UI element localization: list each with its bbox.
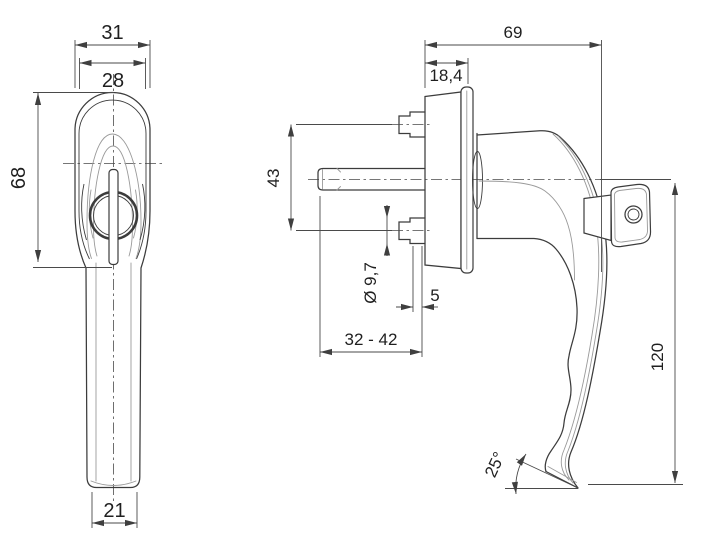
dim-front-outer-width: 31 (74, 22, 151, 88)
front-right-wing-outer (139, 183, 146, 241)
dim-side-screw-spacing: 43 (264, 124, 392, 231)
key-hole-outer (624, 205, 643, 224)
dim-label-120: 120 (648, 343, 667, 371)
dim-label-18-4: 18,4 (429, 66, 462, 85)
front-left-wing-outer (81, 183, 87, 241)
key-bow-inner (614, 187, 648, 243)
dim-label-31: 31 (101, 22, 123, 44)
lever-highlight-1 (552, 133, 600, 481)
angle-ray-slanted (515, 458, 579, 489)
dim-side-lever-length: 120 (588, 183, 683, 485)
dim-side-boss-step: 5 (396, 246, 440, 357)
dim-front-inner-width: 28 (79, 58, 146, 92)
dim-label-21: 21 (103, 500, 125, 522)
dim-label-68: 68 (8, 167, 30, 189)
lever-front-edge (476, 237, 578, 473)
dim-label-9-7: Ø 9,7 (361, 262, 380, 304)
dim-side-boss-diameter: Ø 9,7 (361, 205, 391, 304)
dim-label-5: 5 (430, 286, 439, 305)
front-handle-outline (74, 91, 151, 489)
dim-label-25deg: 25° (481, 449, 509, 480)
dim-front-grip-width: 21 (91, 492, 138, 528)
lever-back-edge (476, 130, 608, 489)
dim-side-spindle-length: 32 - 42 (319, 196, 422, 357)
key (583, 183, 652, 248)
dim-side-total-depth: 69 (424, 23, 602, 272)
front-view: 31 28 68 21 (8, 22, 163, 528)
key-slot (108, 168, 119, 266)
dim-label-28: 28 (102, 70, 124, 92)
side-view: 69 18,4 43 Ø 9,7 5 (264, 23, 683, 495)
front-head-inner-outline (78, 99, 147, 260)
front-dome-arc-outer (86, 133, 142, 259)
dim-label-69: 69 (504, 23, 523, 42)
key-bow (610, 183, 652, 248)
angle-arc (511, 453, 527, 495)
dim-front-head-height: 68 (8, 92, 114, 268)
dim-label-32-42: 32 - 42 (345, 330, 398, 349)
spindle-shaft (317, 167, 426, 191)
dim-side-rosette-depth: 18,4 (425, 58, 469, 85)
lever-highlight-2 (557, 135, 604, 484)
rosette-base-plate (424, 91, 462, 270)
lever-neck-contour (478, 180, 575, 281)
key-hole-inner (627, 208, 640, 221)
spindle-notch (336, 168, 341, 191)
front-grip-bottom-curve (90, 480, 137, 486)
dim-label-43: 43 (264, 169, 283, 188)
front-dome-arc-inner (93, 145, 133, 257)
key-shank (583, 194, 612, 242)
lever-tip-face-inner (547, 466, 577, 483)
